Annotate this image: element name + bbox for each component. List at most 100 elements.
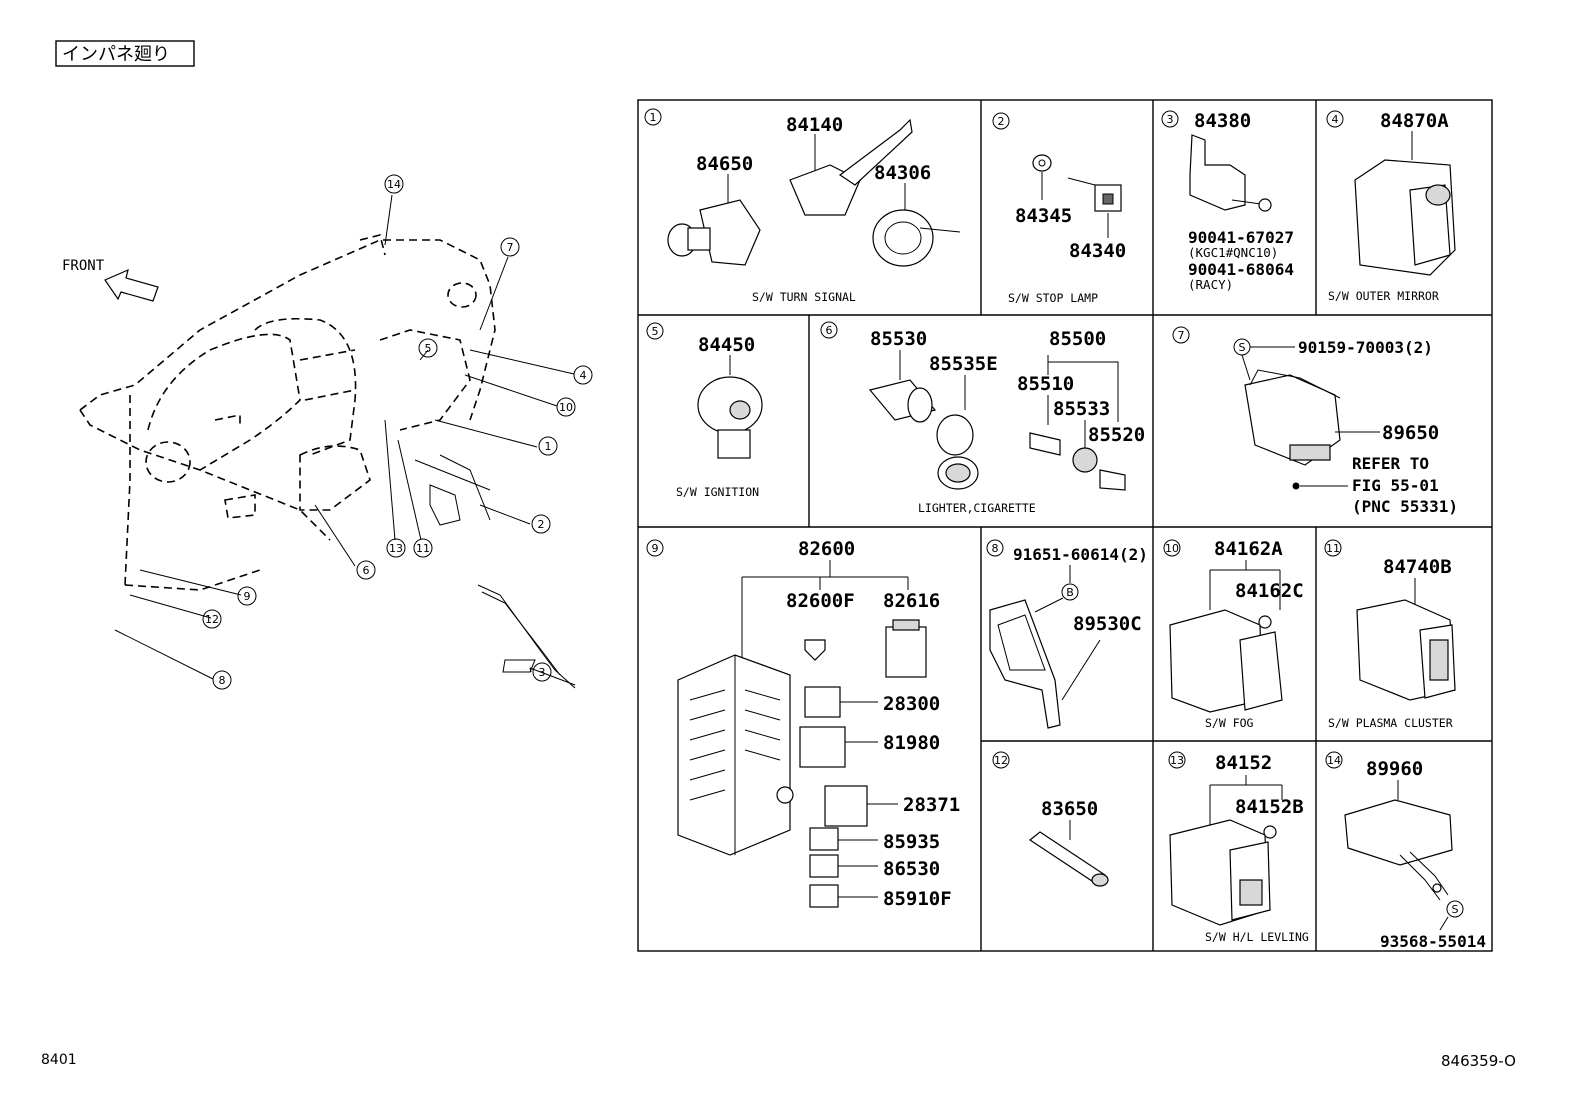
panel-number: 6 [826, 324, 833, 337]
page-title: インパネ廻り [62, 44, 170, 65]
symbol-b: B [1066, 586, 1074, 599]
callout-6: 6 [363, 564, 370, 577]
part-85535E: 85535E [929, 353, 998, 375]
callout-12: 12 [205, 613, 219, 626]
header: インパネ廻り [55, 40, 195, 67]
callout-10: 10 [559, 401, 573, 414]
panel-1: 1 84140 84650 84306 S/W TURN SIGNAL [644, 108, 961, 304]
panel-number: 3 [1167, 113, 1174, 126]
callout-14: 14 [387, 178, 401, 191]
title-box [55, 40, 195, 67]
callout-9: 9 [244, 590, 251, 603]
panel-6: 6 85530 85535E 85500 85510 85533 85520 L… [820, 321, 1145, 515]
panel-caption: S/W IGNITION [676, 485, 759, 499]
part-84306: 84306 [874, 162, 931, 184]
part-82616: 82616 [883, 590, 940, 612]
part-84140: 84140 [786, 114, 843, 136]
part-84345: 84345 [1015, 205, 1072, 227]
part-82600F: 82600F [786, 590, 855, 612]
part-86530: 86530 [883, 858, 940, 880]
panel-number: 2 [998, 115, 1005, 128]
cigarette-lighter-icon [868, 379, 1126, 491]
panel-2: 2 84345 84340 S/W STOP LAMP [992, 112, 1126, 305]
stop-lamp-switch-icon [1032, 154, 1122, 212]
footer-right: 846359-O [1441, 1052, 1516, 1070]
part-84450: 84450 [698, 334, 755, 356]
panel-4: 4 84870A S/W OUTER MIRROR [1326, 110, 1456, 303]
socket-icon [1028, 831, 1109, 887]
panel-number: 5 [652, 325, 659, 338]
callout-7: 7 [507, 241, 514, 254]
panel-caption: S/W STOP LAMP [1008, 291, 1098, 305]
front-arrow-icon [104, 268, 159, 302]
part-90041-67027: 90041-67027 [1188, 228, 1294, 247]
part-93568-55014: 93568-55014 [1380, 932, 1486, 951]
part-89530C: 89530C [1073, 613, 1142, 635]
panel-14: 14 89960 S 93568-55014 [1325, 751, 1486, 951]
part-85500: 85500 [1049, 328, 1106, 350]
junction-block-icon [677, 619, 927, 908]
callout-2: 2 [538, 518, 545, 531]
callout-1: 1 [545, 440, 552, 453]
panel-caption: S/W OUTER MIRROR [1328, 289, 1439, 303]
bracket-icon [1189, 134, 1272, 212]
panel-caption: S/W TURN SIGNAL [752, 290, 856, 304]
ignition-switch-icon [697, 376, 763, 459]
panel-caption: S/W FOG [1205, 716, 1254, 730]
part-90159-70003: 90159-70003(2) [1298, 338, 1433, 357]
callout-5: 5 [425, 342, 432, 355]
panel-caption: S/W PLASMA CLUSTER [1328, 716, 1453, 730]
panel-number: 13 [1170, 754, 1184, 767]
callout-8: 8 [219, 674, 226, 687]
part-82600: 82600 [798, 538, 855, 560]
overview-callouts: 14 7 5 4 10 1 2 6 13 11 9 12 8 3 [202, 174, 593, 690]
refer-line-3: (PNC 55331) [1352, 497, 1458, 516]
part-28300: 28300 [883, 693, 940, 715]
panel-caption: LIGHTER,CIGARETTE [918, 501, 1036, 515]
plasma-cluster-switch-icon [1356, 599, 1456, 701]
front-label: FRONT [62, 258, 105, 274]
panel-caption: S/W H/L LEVLING [1205, 930, 1309, 944]
panel-number: 14 [1327, 754, 1341, 767]
panel-number: 1 [650, 111, 657, 124]
part-81980: 81980 [883, 732, 940, 754]
panel-number: 11 [1326, 542, 1340, 555]
panel-number: 12 [994, 754, 1008, 767]
fog-switch-icon [1169, 609, 1283, 713]
sensor-module-icon [1344, 799, 1453, 901]
part-84152: 84152 [1215, 752, 1272, 774]
footer-left: 8401 [41, 1052, 77, 1068]
part-85533: 85533 [1053, 398, 1110, 420]
part-84152B: 84152B [1235, 796, 1304, 818]
panel-10: 10 84162A 84162C S/W FOG [1163, 538, 1304, 730]
part-85520: 85520 [1088, 424, 1145, 446]
part-84162A: 84162A [1214, 538, 1283, 560]
part-84740B: 84740B [1383, 556, 1452, 578]
refer-line-1: REFER TO [1352, 454, 1429, 473]
part-85510: 85510 [1017, 373, 1074, 395]
part-89960: 89960 [1366, 758, 1423, 780]
part-84380: 84380 [1194, 110, 1251, 132]
panel-9: 9 82600 82600F 82616 28300 81980 28371 8… [646, 538, 960, 910]
callout-3: 3 [539, 666, 546, 679]
panel-11: 11 84740B S/W PLASMA CLUSTER [1324, 539, 1456, 730]
note-kgc1: (KGC1#QNC10) [1188, 245, 1278, 260]
symbol-s: S [1239, 341, 1246, 354]
part-90041-68064: 90041-68064 [1188, 260, 1294, 279]
part-84650: 84650 [696, 153, 753, 175]
panel-number: 7 [1178, 329, 1185, 342]
panel-12: 12 83650 [992, 751, 1109, 887]
turn-signal-switch-icon [667, 118, 961, 267]
part-85935: 85935 [883, 831, 940, 853]
part-91651-60614: 91651-60614(2) [1013, 545, 1148, 564]
part-84162C: 84162C [1235, 580, 1304, 602]
symbol-s: S [1452, 903, 1459, 916]
callout-4: 4 [580, 369, 587, 382]
panel-13: 13 84152 84152B S/W H/L LEVLING [1168, 751, 1309, 944]
callout-13: 13 [389, 542, 403, 555]
part-85910F: 85910F [883, 888, 952, 910]
ecu-bracket-icon [989, 599, 1061, 729]
panel-5: 5 84450 S/W IGNITION [646, 322, 763, 499]
outer-mirror-switch-icon [1354, 159, 1456, 276]
panel-number: 9 [652, 542, 659, 555]
